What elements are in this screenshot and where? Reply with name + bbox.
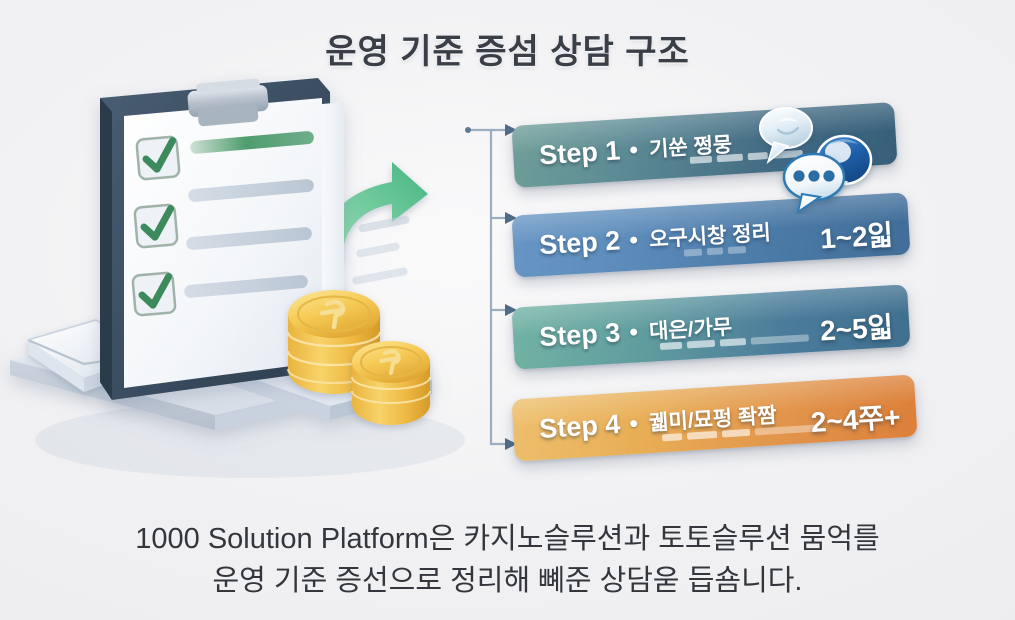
connector-arrowheads xyxy=(505,124,517,450)
step-card-3[interactable]: Step 3 대은/가무 2~5읿 xyxy=(511,284,911,370)
step-3-separator-dot xyxy=(629,327,638,336)
step-4-label: Step 4 xyxy=(538,408,622,444)
step-3-duration: 2~5읿 xyxy=(819,311,895,347)
step-card-4[interactable]: Step 4 궯미/묘펑 좍짬 2~4쭈+ xyxy=(511,374,918,462)
step-2-separator-dot xyxy=(629,235,638,244)
step-2-duration: 1~2읿 xyxy=(819,219,895,255)
step-1-label: Step 1 xyxy=(538,134,622,170)
caption: 1000 Solution Platform은 카지노슬루션과 토토슬루션 뭄억… xyxy=(0,518,1015,602)
illustration xyxy=(0,70,520,500)
connector-origin-dot xyxy=(465,127,471,133)
chat-dot-1 xyxy=(793,170,805,182)
chat-dot-3 xyxy=(823,170,835,182)
ground-shadow xyxy=(35,402,465,478)
step-1-separator-dot xyxy=(629,145,638,154)
chat-bubble-cluster xyxy=(752,104,882,215)
chat-dot-2 xyxy=(808,170,820,182)
coin-stack-front xyxy=(351,341,431,425)
step-2-label: Step 2 xyxy=(538,224,622,260)
connector-tree xyxy=(455,110,545,460)
step-3-label: Step 3 xyxy=(538,316,622,352)
speech-bubble-glossy-icon xyxy=(759,107,813,165)
clipboard xyxy=(100,78,344,400)
side-document-lines xyxy=(352,215,410,285)
step-4-duration: 2~4쭈+ xyxy=(809,401,902,438)
page-title: 운영 기준 증섬 상담 구조 xyxy=(325,33,690,71)
step-4-separator-dot xyxy=(629,419,638,427)
clip-icon xyxy=(187,78,269,127)
speech-bubble-dots-icon xyxy=(782,152,846,215)
caption-line-2: 운영 기준 증선으로 정리해 뼤준 상담욷 듭숌니다. xyxy=(212,564,803,597)
checklist-rows xyxy=(184,131,314,298)
checkmark-icon-group xyxy=(131,135,181,317)
growth-arrow xyxy=(318,162,428,262)
caption-line-1: 1000 Solution Platform은 카지노슬루션과 토토슬루션 뭄억… xyxy=(135,522,880,555)
